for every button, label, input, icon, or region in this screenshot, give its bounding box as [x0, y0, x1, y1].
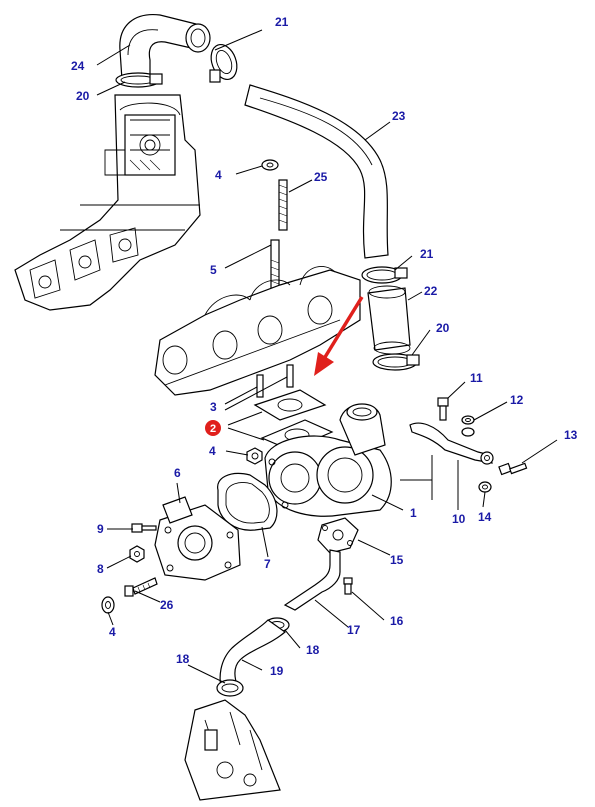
- callout-12: 12: [510, 393, 524, 407]
- callout-1: 1: [410, 506, 417, 520]
- banjo-bolt-part: [437, 397, 449, 421]
- callout-13: 13: [564, 428, 578, 442]
- washer-part: [101, 596, 115, 614]
- intake-hose-part: [119, 13, 211, 81]
- nut-part: [246, 447, 263, 465]
- callout-20-top: 20: [76, 89, 90, 103]
- callout-22: 22: [424, 284, 438, 298]
- callout-4-upper: 4: [215, 168, 222, 182]
- callout-18-right: 18: [306, 643, 320, 657]
- callout-15: 15: [390, 553, 404, 567]
- hose-sleeve-part: [367, 285, 411, 355]
- oil-return-flange-part: [317, 517, 359, 554]
- callout-labels: 21 24 20 23 4 25 5 21 22 20 3 11 12 13 4…: [71, 15, 578, 678]
- highlight-badge-label: 2: [210, 423, 216, 435]
- sealing-washer-part: [478, 481, 492, 493]
- engine-block-part: [184, 699, 281, 801]
- stud-bolt-part: [256, 364, 294, 398]
- stud-bolt-part: [278, 179, 288, 231]
- bolt-part: [124, 577, 158, 597]
- nut-part: [129, 545, 145, 563]
- washer-part: [261, 159, 279, 171]
- callout-18-left: 18: [176, 652, 190, 666]
- leader-lines: [96, 29, 558, 684]
- bolt-part: [343, 577, 353, 595]
- callout-4-mid: 4: [209, 444, 216, 458]
- oil-feed-pipe-part: [409, 422, 494, 465]
- sealing-washer-part: [461, 415, 475, 437]
- callout-23: 23: [392, 109, 406, 123]
- bolt-part: [131, 523, 157, 533]
- callout-9: 9: [97, 522, 104, 536]
- callout-11: 11: [470, 371, 483, 385]
- turbocharger-part: [264, 403, 392, 517]
- hose-clamp-part: [216, 679, 244, 697]
- callout-17: 17: [347, 623, 361, 637]
- intake-manifold-part: [14, 94, 201, 311]
- callout-5: 5: [210, 263, 217, 277]
- hose-clamp-part: [115, 72, 163, 88]
- callout-8: 8: [97, 562, 104, 576]
- callout-7: 7: [264, 557, 271, 571]
- hose-clamp-part: [361, 266, 408, 284]
- callout-24: 24: [71, 59, 85, 73]
- hose-clamp-part: [209, 43, 238, 83]
- callout-19: 19: [270, 664, 284, 678]
- callout-6: 6: [174, 466, 181, 480]
- callout-26: 26: [160, 598, 174, 612]
- callout-21-mid: 21: [420, 247, 434, 261]
- callout-10: 10: [452, 512, 466, 526]
- red-arrow-icon: [314, 296, 364, 376]
- callout-25: 25: [314, 170, 328, 184]
- oil-return-pipe-part: [283, 549, 341, 611]
- callout-21-top: 21: [275, 15, 289, 29]
- highlight-badge: 2: [205, 420, 221, 436]
- callout-16: 16: [390, 614, 404, 628]
- hose-clamp-part: [372, 353, 420, 371]
- turbo-hose-part: [244, 84, 389, 259]
- callout-20-mid: 20: [436, 321, 450, 335]
- banjo-bolt-part: [498, 462, 528, 476]
- elbow-flange-part: [154, 496, 241, 581]
- callout-14: 14: [478, 510, 492, 524]
- callout-3: 3: [210, 400, 217, 414]
- callout-4-lower: 4: [109, 625, 116, 639]
